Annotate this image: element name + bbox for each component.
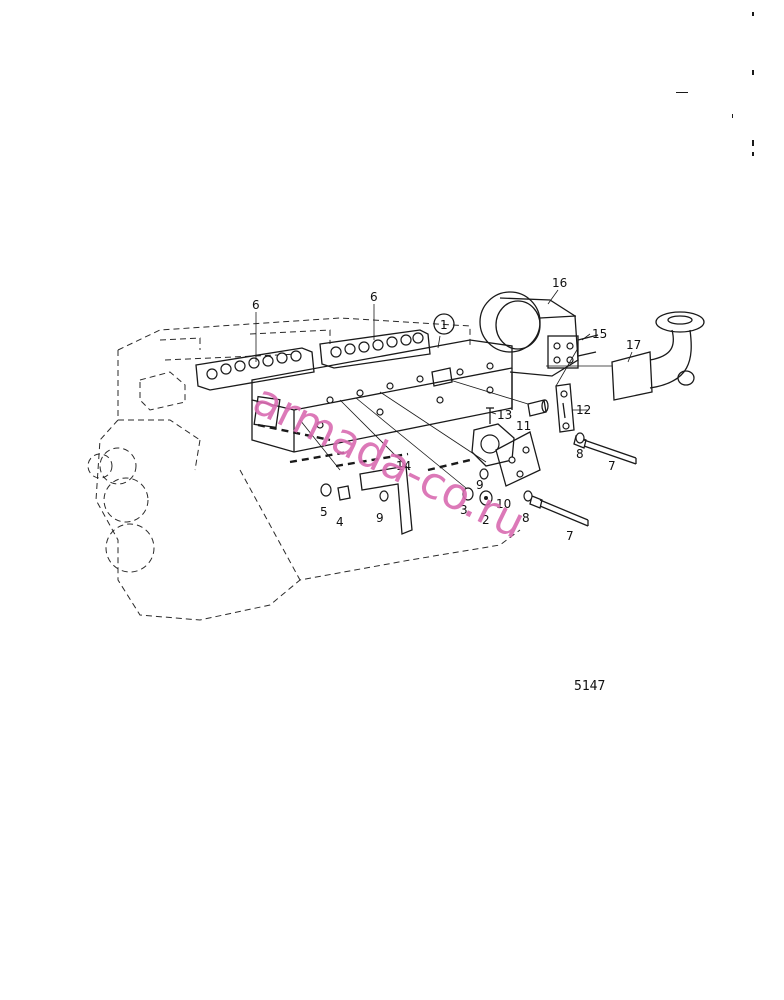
callout-16: 16 <box>552 276 567 290</box>
callout-labels: 6 6 1 16 15 17 12 13 11 8 7 9 10 3 2 8 7… <box>252 276 641 543</box>
callout-15: 15 <box>592 327 607 341</box>
leader-lines <box>255 289 633 415</box>
manifold-gasket-left <box>195 347 315 391</box>
callout-6-right: 6 <box>370 290 378 304</box>
stud <box>577 334 599 357</box>
callout-9-right: 9 <box>476 478 484 492</box>
callout-12: 12 <box>576 403 591 417</box>
callout-7-lower: 7 <box>566 529 574 543</box>
scan-specks <box>676 12 754 156</box>
callout-1-ring <box>433 313 455 335</box>
watermark: armada-co.ru <box>245 374 533 549</box>
mounting-plate <box>495 431 541 487</box>
drawing-number: 5147 <box>574 679 605 694</box>
turbocharger <box>479 291 579 410</box>
callout-9-left: 9 <box>376 511 384 525</box>
callout-7-upper: 7 <box>608 459 616 473</box>
spacer-sleeve <box>527 399 549 417</box>
callout-6-left: 6 <box>252 298 260 312</box>
assembly-lines <box>299 347 612 489</box>
callout-13: 13 <box>497 408 512 422</box>
callout-10: 10 <box>496 497 511 511</box>
washer-lower <box>523 490 533 502</box>
callout-17: 17 <box>626 338 641 352</box>
callout-14: 14 <box>396 459 411 473</box>
bracket-14 <box>359 465 413 535</box>
long-bolt-lower <box>529 495 589 527</box>
manifold-gasket-right <box>319 329 431 369</box>
exhaust-elbow <box>611 311 705 401</box>
nut-and-washer-center <box>462 487 493 506</box>
callout-3: 3 <box>460 503 468 517</box>
callout-8-lower: 8 <box>522 511 530 525</box>
callout-8-upper: 8 <box>576 447 584 461</box>
callout-11: 11 <box>516 419 531 433</box>
bold-dashed-seal-lines <box>257 423 471 472</box>
callout-2: 2 <box>482 513 490 527</box>
washer-9-right <box>479 468 489 480</box>
callout-4: 4 <box>336 515 344 529</box>
support-bracket <box>555 383 575 433</box>
washer-upper <box>575 432 585 444</box>
callout-5: 5 <box>320 505 328 519</box>
nut-and-washer-left <box>320 483 351 501</box>
callout-1: 1 <box>440 318 448 332</box>
